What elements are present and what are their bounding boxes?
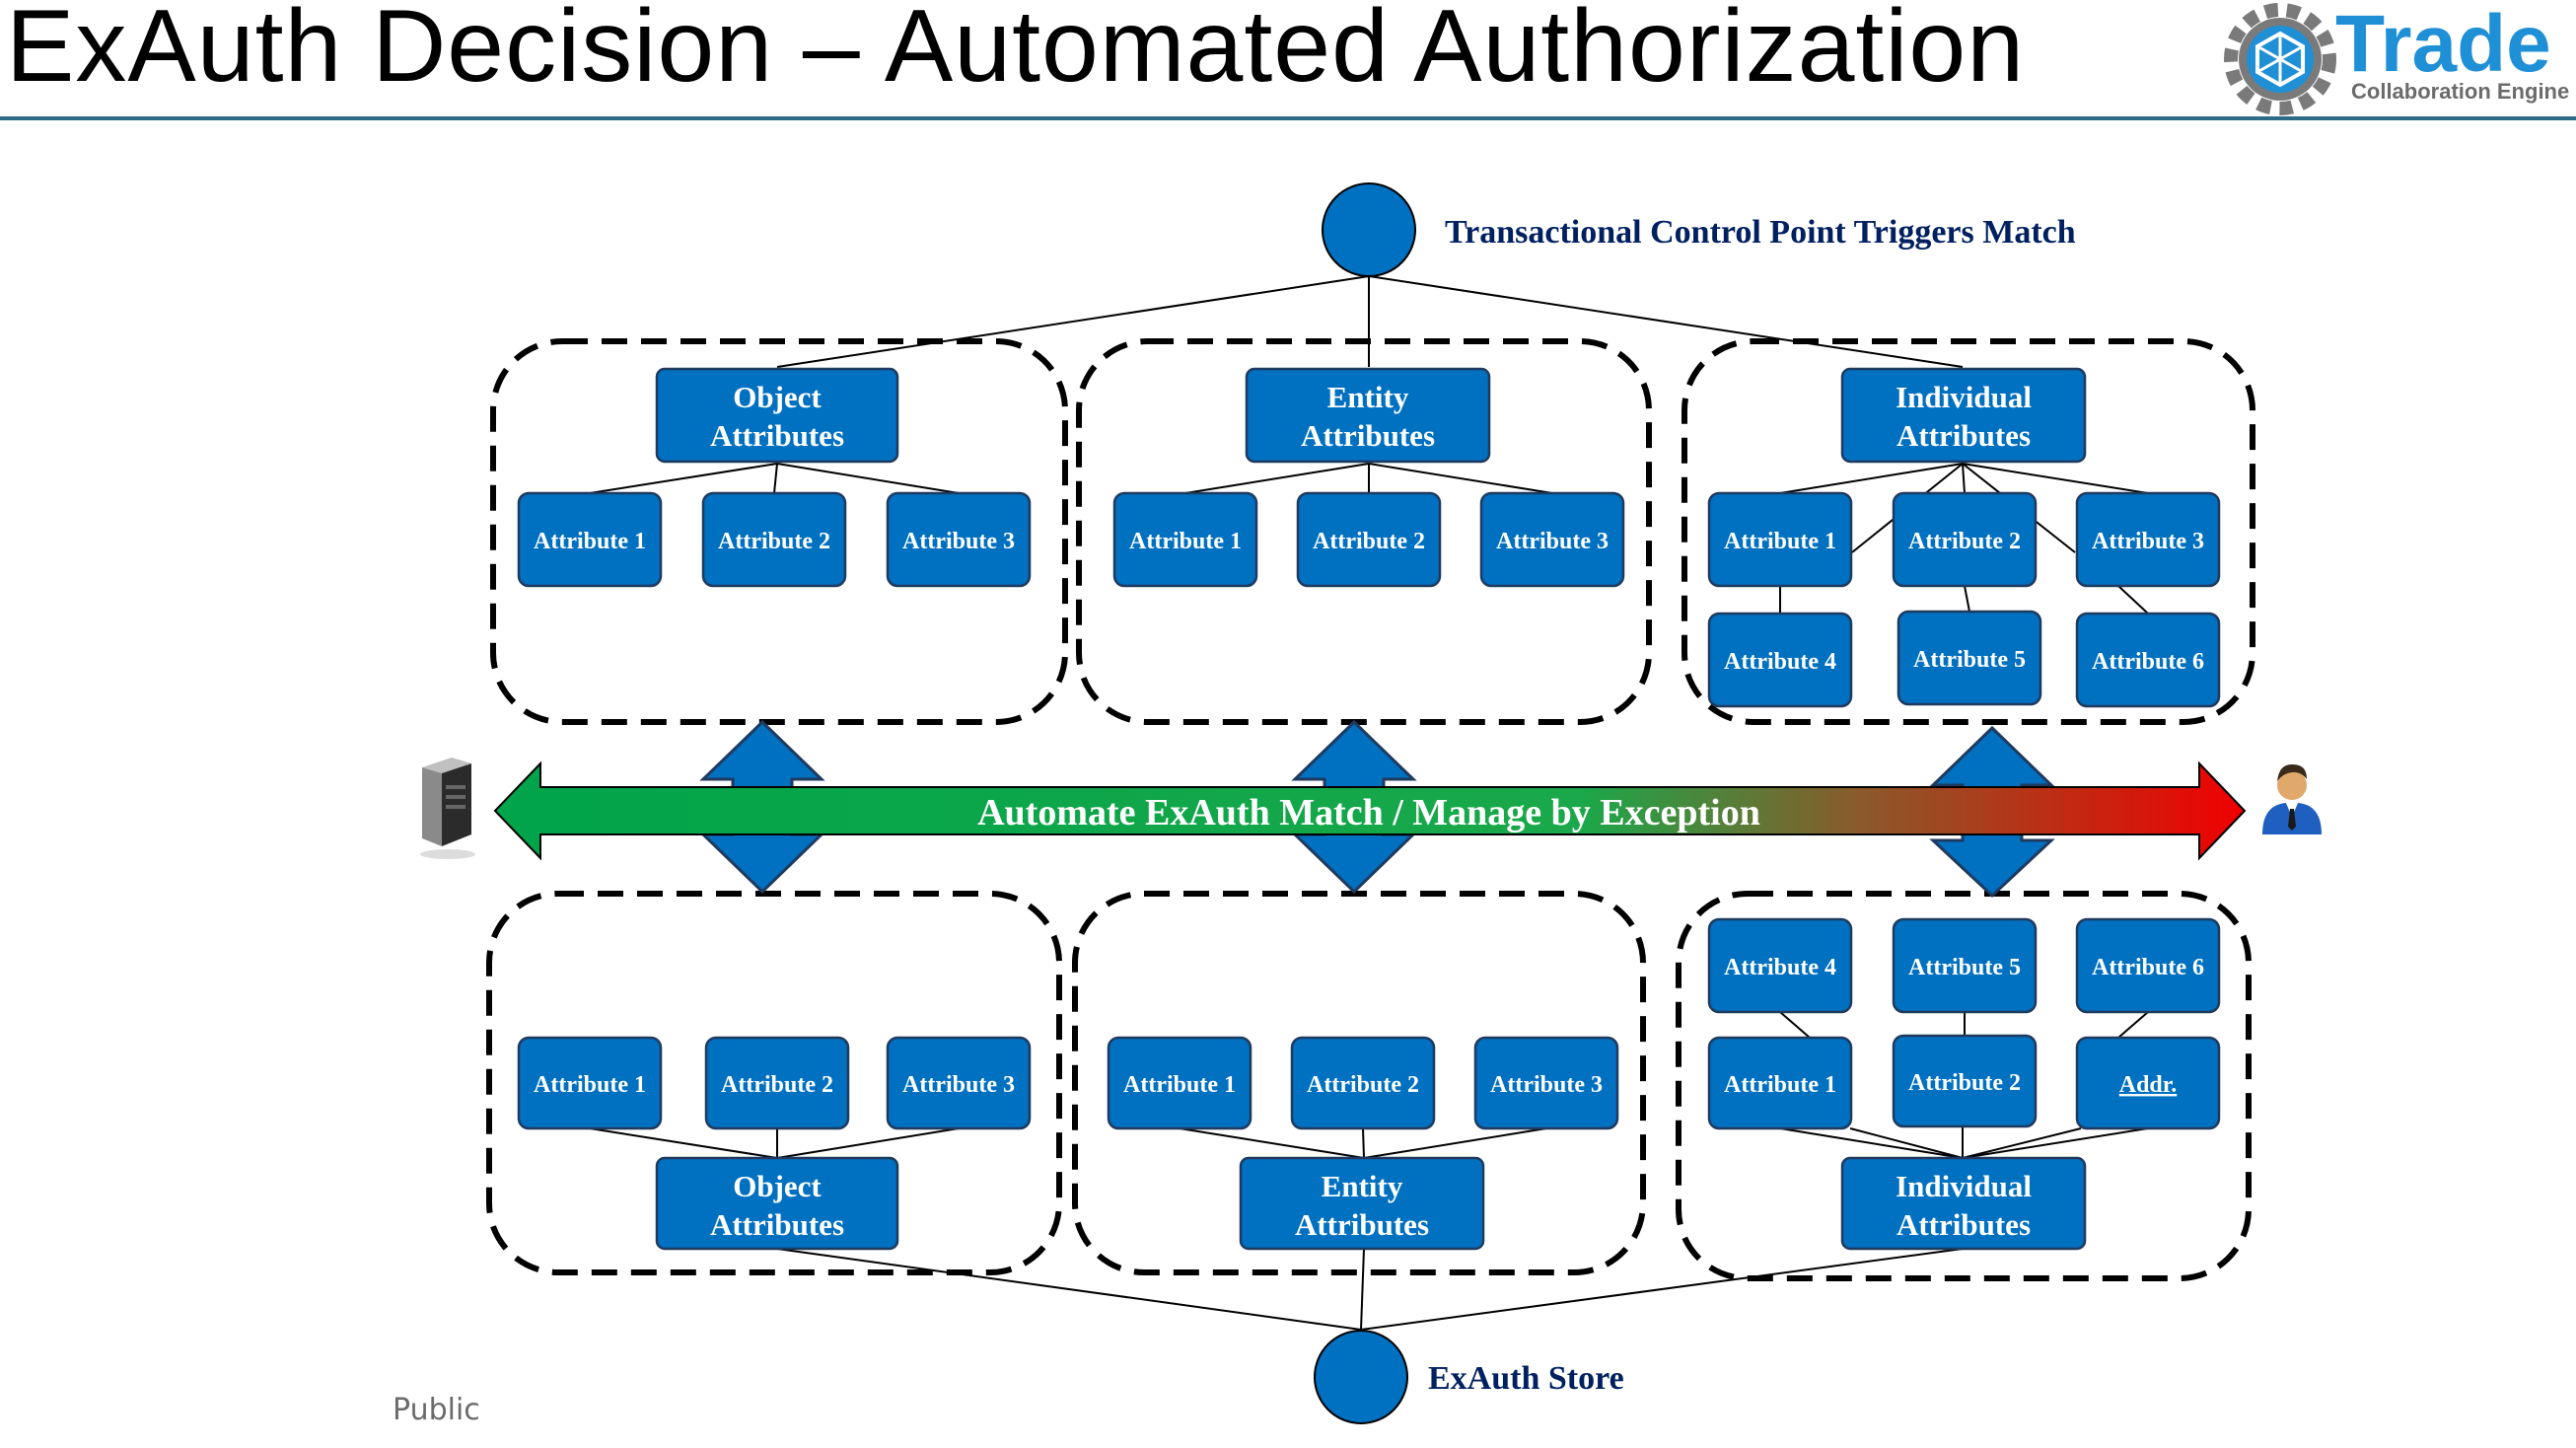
control-point-label: Transactional Control Point Triggers Mat…	[1445, 214, 2076, 251]
attribute-box	[886, 1036, 1032, 1130]
attribute-box	[1896, 610, 2042, 706]
attribute-label: Attribute 2	[1908, 529, 2021, 554]
logo-word: Trade	[2335, 0, 2551, 89]
attribute-label: Attribute 3	[2092, 529, 2204, 554]
attribute-label: Attribute 4	[1724, 955, 1836, 980]
attribute-box	[1892, 491, 2038, 588]
exauth-store-label: ExAuth Store	[1428, 1360, 1624, 1397]
lower-object-title-box	[655, 1156, 899, 1251]
attribute-label: Attribute 3	[902, 1072, 1015, 1098]
attribute-label: Attribute 2	[718, 529, 830, 554]
attribute-label: Attribute 5	[1908, 955, 2021, 980]
attribute-box	[517, 491, 663, 588]
attribute-box	[2075, 1036, 2221, 1130]
attribute-label: Attribute 1	[1123, 1072, 1236, 1098]
server-icon	[420, 758, 475, 859]
attribute-box	[1892, 1034, 2038, 1128]
lower-object-title-2: Attributes	[710, 1207, 844, 1242]
attribute-label: Addr.	[2119, 1072, 2177, 1098]
attribute-label: Attribute 1	[534, 529, 646, 554]
attribute-box	[886, 491, 1032, 588]
page-title: ExAuth Decision – Automated Authorizatio…	[6, 0, 2026, 104]
upper-individual-title-box	[1840, 367, 2087, 464]
user-icon	[2262, 763, 2322, 834]
title-divider	[0, 116, 2576, 120]
attribute-label: Attribute 1	[1724, 1072, 1836, 1098]
attribute-box	[2075, 612, 2221, 708]
attribute-box	[1290, 1036, 1436, 1130]
classification-label: Public	[393, 1393, 480, 1427]
attribute-box	[1707, 917, 1853, 1014]
arrow-label: Automate ExAuth Match / Manage by Except…	[977, 792, 1760, 833]
lower-individual-title-box	[1840, 1156, 2087, 1251]
attribute-box	[1707, 491, 1853, 588]
exception-arrow	[493, 760, 2247, 861]
lower-entity-title-box	[1239, 1156, 1485, 1251]
attribute-label: Attribute 1	[534, 1072, 646, 1098]
attribute-label: Attribute 1	[1724, 529, 1836, 554]
trade-logo: Trade Collaboration Engine	[2224, 0, 2569, 115]
gear-icon	[2224, 3, 2336, 115]
upper-entity-title-2: Attributes	[1301, 418, 1435, 453]
lower-entity-title-1: Entity	[1322, 1169, 1403, 1203]
attribute-box	[517, 1036, 663, 1130]
attribute-label: Attribute 2	[1307, 1072, 1419, 1098]
attribute-box	[1112, 491, 1258, 588]
attribute-box	[1296, 491, 1442, 588]
attribute-label: Attribute 4	[1724, 649, 1836, 675]
attribute-box	[1107, 1036, 1252, 1130]
exauth-store-node	[1314, 1330, 1408, 1424]
attribute-label: Attribute 5	[1913, 647, 2026, 673]
lower-individual-title-2: Attributes	[1896, 1207, 2031, 1242]
attribute-box	[701, 491, 847, 588]
attribute-label: Attribute 6	[2092, 955, 2204, 980]
attribute-label: Attribute 3	[902, 529, 1015, 554]
attribute-label: Attribute 2	[1908, 1070, 2021, 1096]
attribute-label: Attribute 2	[721, 1072, 833, 1098]
attribute-box	[1892, 917, 2038, 1014]
attribute-box	[1707, 1036, 1853, 1130]
attribute-box	[1479, 491, 1625, 588]
lower-individual-title-1: Individual	[1896, 1169, 2032, 1203]
logo-tagline: Collaboration Engine	[2351, 79, 2569, 104]
top-connectors	[589, 275, 2149, 1331]
attribute-label: Attribute 3	[1496, 529, 1609, 554]
upper-individual-title-2: Attributes	[1896, 418, 2031, 453]
attribute-box	[2075, 917, 2221, 1014]
attribute-box	[2075, 491, 2221, 588]
lower-object-title-1: Object	[733, 1169, 822, 1203]
attribute-label: Attribute 1	[1129, 529, 1242, 554]
control-point-node	[1322, 182, 1416, 277]
attribute-box	[1707, 612, 1853, 708]
upper-object-title-box	[655, 367, 899, 464]
attribute-label: Attribute 2	[1313, 529, 1425, 554]
upper-object-title-1: Object	[733, 380, 822, 414]
upper-individual-title-1: Individual	[1896, 380, 2032, 414]
upper-entity-title-box	[1245, 367, 1491, 464]
attribute-box	[1473, 1036, 1619, 1130]
attribute-label: Attribute 6	[2092, 649, 2204, 675]
attribute-label: Attribute 3	[1490, 1072, 1603, 1098]
attribute-box	[704, 1036, 850, 1130]
upper-object-title-2: Attributes	[710, 418, 844, 453]
upper-entity-title-1: Entity	[1327, 380, 1409, 414]
lower-entity-title-2: Attributes	[1295, 1207, 1429, 1242]
group-containers	[486, 338, 2255, 1281]
